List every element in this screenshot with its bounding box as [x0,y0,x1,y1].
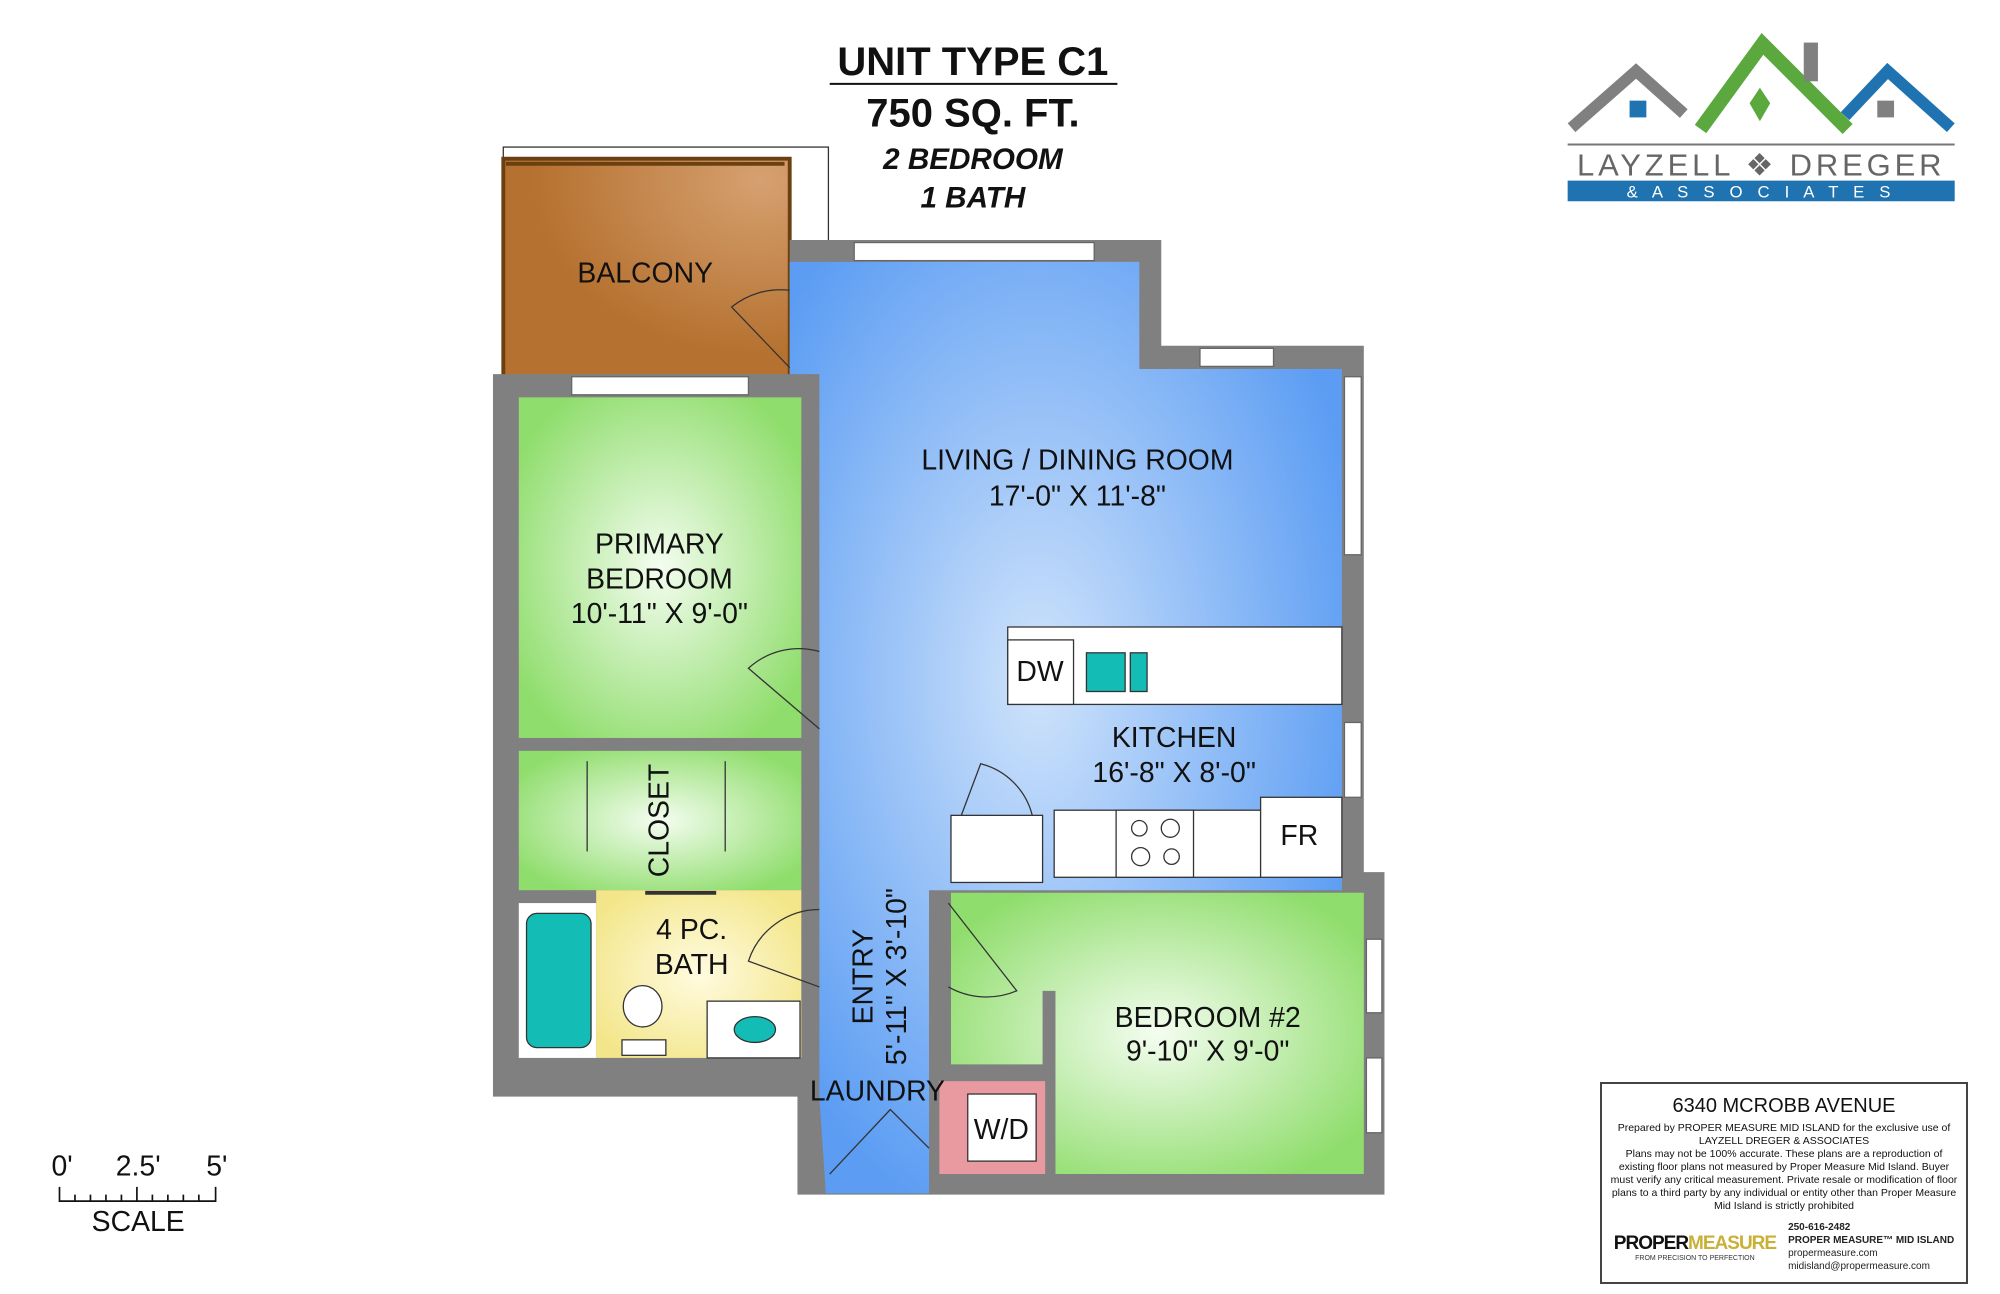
washer-dryer-label: W/D [974,1114,1029,1146]
proper-measure-logo: PROPERMEASURE FROM PRECISION TO PERFECTI… [1613,1232,1777,1262]
info-box: 6340 MCROBB AVENUE Prepared by PROPER ME… [1600,1082,1968,1284]
company-name: PROPER MEASURE™ MID ISLAND [1788,1235,1955,1246]
bedroom-2-label: BEDROOM #2 [1115,1002,1301,1034]
living-room-label: LIVING / DINING ROOM [921,445,1233,477]
primary-bedroom [518,397,802,738]
contact-info: 250-616-2482 PROPER MEASURE™ MID ISLAND … [1788,1221,1954,1273]
disclaimer: Plans may not be 100% accurate. These pl… [1610,1148,1958,1212]
entry-size: 5'-11" X 3'-10" [881,888,913,1065]
closet-label: CLOSET [643,764,675,878]
primary-bedroom-label-2: BEDROOM [586,563,733,595]
kitchen-size: 16'-8" X 8'-0" [1092,757,1255,789]
living-dining-room [789,261,1342,1194]
laundry-label: LAUNDRY [810,1075,945,1107]
toilet [622,985,663,1028]
kitchen-sink-basin [1085,652,1126,693]
title-block: UNIT TYPE C1 750 SQ. FT. 2 BEDROOM 1 BAT… [829,40,1118,215]
stove [1115,809,1195,878]
email: midisland@propermeasure.com [1788,1261,1930,1272]
closet [518,750,802,891]
primary-bedroom-label-1: PRIMARY [595,528,724,560]
unit-area: 750 SQ. FT. [866,91,1079,135]
balcony [501,156,792,379]
bedroom-2-size: 9'-10" X 9'-0" [1126,1035,1289,1067]
balcony-label: BALCONY [577,258,713,290]
scale-tick-1: 2.5' [116,1150,161,1182]
bath-label-1: 4 PC. [656,914,727,946]
company-logo: LAYZELL ❖ DREGER & A S S O C I A T E S [1567,32,1955,201]
bedroom-count: 2 BEDROOM [882,143,1064,176]
property-address: 6340 MCROBB AVENUE [1672,1095,1896,1117]
prepared-by: Prepared by PROPER MEASURE MID ISLAND fo… [1617,1122,1951,1147]
fridge [1259,796,1343,878]
unit-type: UNIT TYPE C1 [837,40,1108,84]
bathtub [525,912,592,1049]
living-room-size: 17'-0" X 11'-8" [989,481,1166,513]
bath-count: 1 BATH [920,182,1025,215]
tagline: FROM PRECISION TO PERFECTION [1635,1254,1755,1262]
entry-label: ENTRY [847,929,879,1025]
bedroom-2 [950,892,1364,1175]
sink [733,1015,777,1044]
kitchen-label: KITCHEN [1112,722,1237,754]
phone: 250-616-2482 [1788,1222,1851,1233]
logo-text-associates: & A S S O C I A T E S [1627,182,1896,201]
scale-tick-2: 5' [206,1150,227,1182]
washer-dryer [967,1093,1037,1162]
primary-bedroom-size: 10'-11" X 9'-0" [571,598,748,630]
bath-label-2: BATH [655,949,729,981]
scale-label: SCALE [92,1206,185,1238]
doors [586,289,1033,1175]
scale-tick-0: 0' [51,1150,72,1182]
windows [571,241,1383,1134]
logo-text-name: LAYZELL ❖ DREGER [1577,147,1945,182]
fridge-label: FR [1280,820,1318,852]
scale-bar: 0' 2.5' 5' SCALE [51,1150,227,1237]
website: propermeasure.com [1788,1248,1878,1259]
dishwasher [1007,639,1075,706]
dishwasher-label: DW [1016,656,1063,688]
